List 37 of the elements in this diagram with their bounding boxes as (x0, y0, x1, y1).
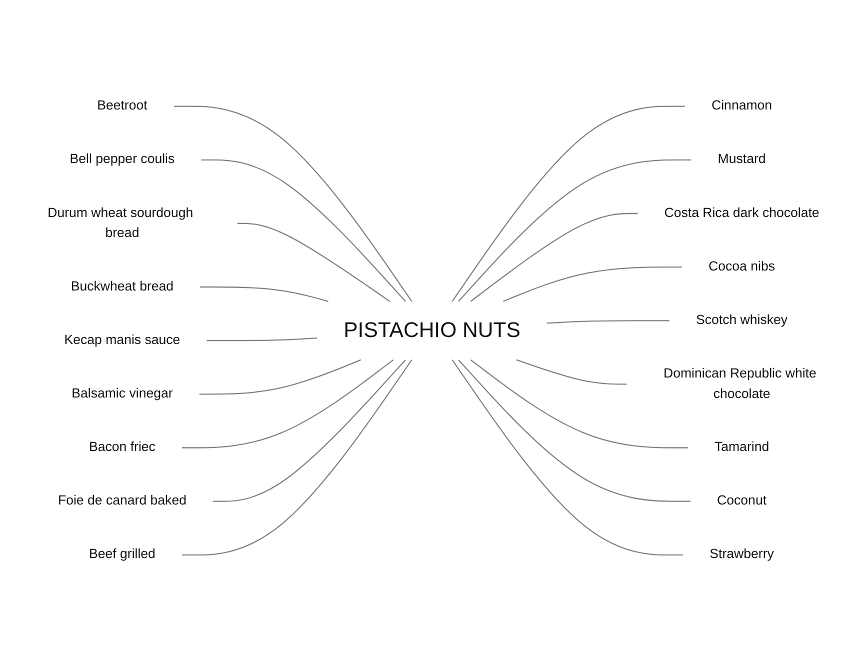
connector (201, 159, 406, 302)
node-text: Strawberry (710, 546, 774, 562)
connector (458, 159, 692, 302)
connector (213, 359, 406, 502)
node-text: Bacon friec (88, 439, 156, 454)
node-text: Durum wheat sourdough bread (48, 205, 194, 240)
node-text: Mustard (718, 152, 766, 167)
connector (452, 106, 685, 302)
connector (182, 359, 412, 556)
connector (458, 359, 690, 502)
connector (174, 106, 412, 302)
node-text: Scotch whiskey (696, 312, 788, 328)
node-text: Cocoa nibs (708, 258, 776, 274)
connector (182, 359, 394, 448)
node-text: Beetroot (97, 98, 148, 114)
connector (546, 320, 670, 324)
node-text: PISTACHIO NUTS (344, 318, 520, 342)
node-text: Dominican Republic white chocolate (664, 366, 816, 401)
node-text: Cinnamon (712, 98, 772, 114)
node-text: Buckwheat bread (70, 278, 174, 294)
connector (237, 222, 390, 302)
node-text: Coconut (717, 493, 767, 508)
connector (452, 359, 684, 556)
node-text: Foie de canard baked (58, 493, 186, 508)
node-text: Beef grilled (88, 546, 156, 562)
connector (470, 359, 688, 448)
node-text: Tamarind (714, 439, 770, 454)
connector (206, 337, 318, 342)
connector (470, 212, 638, 302)
node-text: Bell pepper coulis (70, 152, 175, 167)
connector (199, 359, 362, 395)
connector (200, 286, 328, 302)
node-text: Costa Rica dark chocolate (664, 205, 820, 220)
connector (516, 359, 627, 385)
node-text: Balsamic vinegar (72, 386, 173, 401)
connector (502, 266, 682, 302)
node-text: Kecap manis sauce (64, 332, 180, 348)
